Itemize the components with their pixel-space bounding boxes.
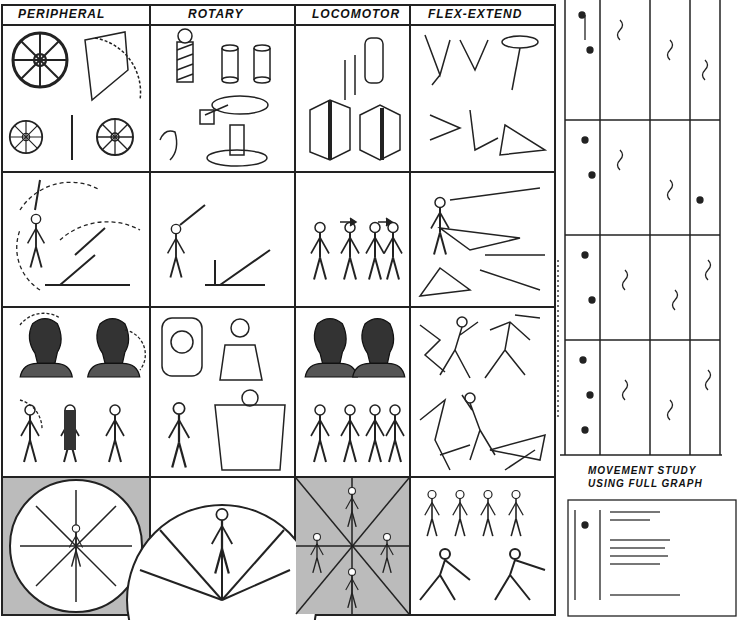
column-heading: FLEX-EXTEND xyxy=(428,7,522,21)
column-heading: ROTARY xyxy=(188,7,244,21)
panel-caption: MOVEMENT STUDY USING FULL GRAPH xyxy=(588,464,723,490)
column-heading: LOCOMOTOR xyxy=(312,7,400,21)
column-heading: PERIPHERAL xyxy=(18,7,105,21)
